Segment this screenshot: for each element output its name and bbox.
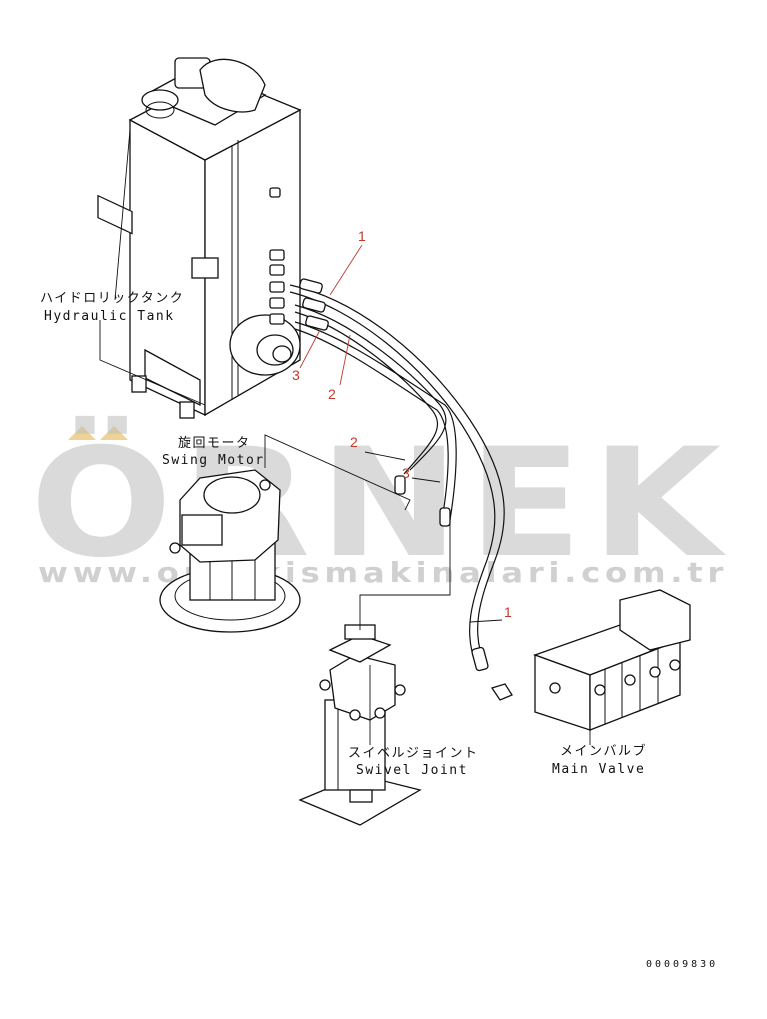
main-valve-port — [624, 674, 636, 686]
callout-numbers: 1 3 2 2 3 1 — [292, 228, 512, 620]
leader-callout-1-top — [329, 244, 363, 296]
swivel-joint-port — [349, 709, 361, 721]
tank-plate-tag — [97, 194, 133, 235]
tank-foot-left — [131, 375, 147, 393]
watermark: ÖRNEK www.ornekismakinalari.com.tr — [30, 415, 730, 591]
swing-motor-label-jp: 旋回モータ — [178, 436, 251, 451]
main-valve — [533, 589, 691, 731]
leader-lines — [99, 129, 591, 745]
tank-foot-right — [179, 401, 195, 419]
watermark-accent-right — [100, 426, 128, 440]
callout-3-motor: 3 — [402, 465, 410, 481]
swing-motor-port — [169, 542, 181, 554]
swivel-joint-port — [394, 684, 406, 696]
tank-port — [269, 264, 285, 276]
hose-3 — [294, 321, 457, 521]
drawing-code: 00009830 — [646, 959, 718, 970]
leader-callout-2-tank — [339, 334, 351, 386]
callout-1-top: 1 — [358, 228, 366, 244]
leader-callout-3-tank — [299, 329, 321, 369]
tank-port — [269, 187, 281, 198]
tank-port — [269, 281, 285, 293]
leader-callout-1-valve — [469, 619, 503, 623]
hose-fitting — [394, 475, 406, 495]
callout-2-motor: 2 — [350, 434, 358, 450]
watermark-url: www.ornekismakinalari.com.tr — [38, 556, 728, 589]
tank-port — [269, 249, 285, 261]
main-valve-label-en: Main Valve — [552, 762, 645, 777]
main-valve-end-bracket — [619, 589, 691, 651]
main-valve-port — [549, 682, 561, 694]
main-valve-port — [594, 684, 606, 696]
leader-tank-base — [99, 320, 206, 406]
leader-tank — [114, 129, 131, 301]
swing-motor-label-en: Swing Motor — [162, 453, 265, 468]
hose-fitting — [439, 507, 451, 527]
callout-2-tank: 2 — [328, 386, 336, 402]
hose-fitting — [302, 297, 326, 313]
tank-base-plate — [144, 348, 201, 407]
swivel-joint-fitting — [349, 789, 373, 803]
hoses — [289, 278, 513, 701]
tank-breather — [199, 58, 266, 113]
swing-motor-cover — [203, 476, 261, 514]
hose-fitting — [471, 646, 489, 672]
swivel-joint-top — [328, 634, 392, 663]
main-valve-port — [649, 666, 661, 678]
tank-ports — [269, 187, 285, 325]
tank-port — [269, 297, 285, 309]
hose-3-outer — [294, 328, 449, 521]
swivel-joint-label-jp: スイベルジョイント — [348, 746, 479, 761]
hose-fitting — [299, 278, 323, 294]
watermark-accent-left — [68, 426, 96, 440]
hose-fitting — [305, 315, 329, 331]
swivel-joint-port — [374, 707, 386, 719]
leader-swing-motor — [264, 434, 411, 511]
component-labels: ハイドロリックタンク Hydraulic Tank 旋回モータ Swing Mo… — [40, 291, 647, 778]
tank-port — [269, 313, 285, 325]
swing-motor — [159, 469, 301, 633]
tank-cap — [141, 89, 179, 111]
tank-side-bracket — [191, 257, 219, 279]
hose-1-outer — [289, 291, 496, 668]
swivel-joint-port — [319, 679, 331, 691]
hydraulic-tank-label-jp: ハイドロリックタンク — [40, 291, 184, 306]
swing-motor-valve-block — [181, 514, 223, 546]
hydraulic-tank-label-en: Hydraulic Tank — [44, 309, 175, 324]
tank-cap-ring — [145, 101, 175, 119]
hose-elbow — [490, 683, 513, 701]
swivel-joint-label-en: Swivel Joint — [356, 763, 468, 778]
callout-3-tank: 3 — [292, 367, 300, 383]
tank-pump-shaft — [272, 345, 292, 363]
leader-callout-2-motor — [364, 451, 406, 461]
main-valve-label-jp: メインバルブ — [560, 743, 647, 759]
hydraulic-tank — [97, 57, 302, 419]
swivel-joint-head — [329, 654, 396, 721]
leader-callout-3-motor — [411, 477, 441, 483]
leader-swivel-to-hose — [359, 520, 451, 630]
main-valve-port — [669, 659, 681, 671]
callout-1-valve: 1 — [504, 604, 512, 620]
watermark-main: ÖRNEK — [30, 415, 730, 591]
hose-1 — [289, 284, 505, 666]
swing-motor-port — [259, 479, 271, 491]
swivel-joint — [298, 624, 422, 826]
